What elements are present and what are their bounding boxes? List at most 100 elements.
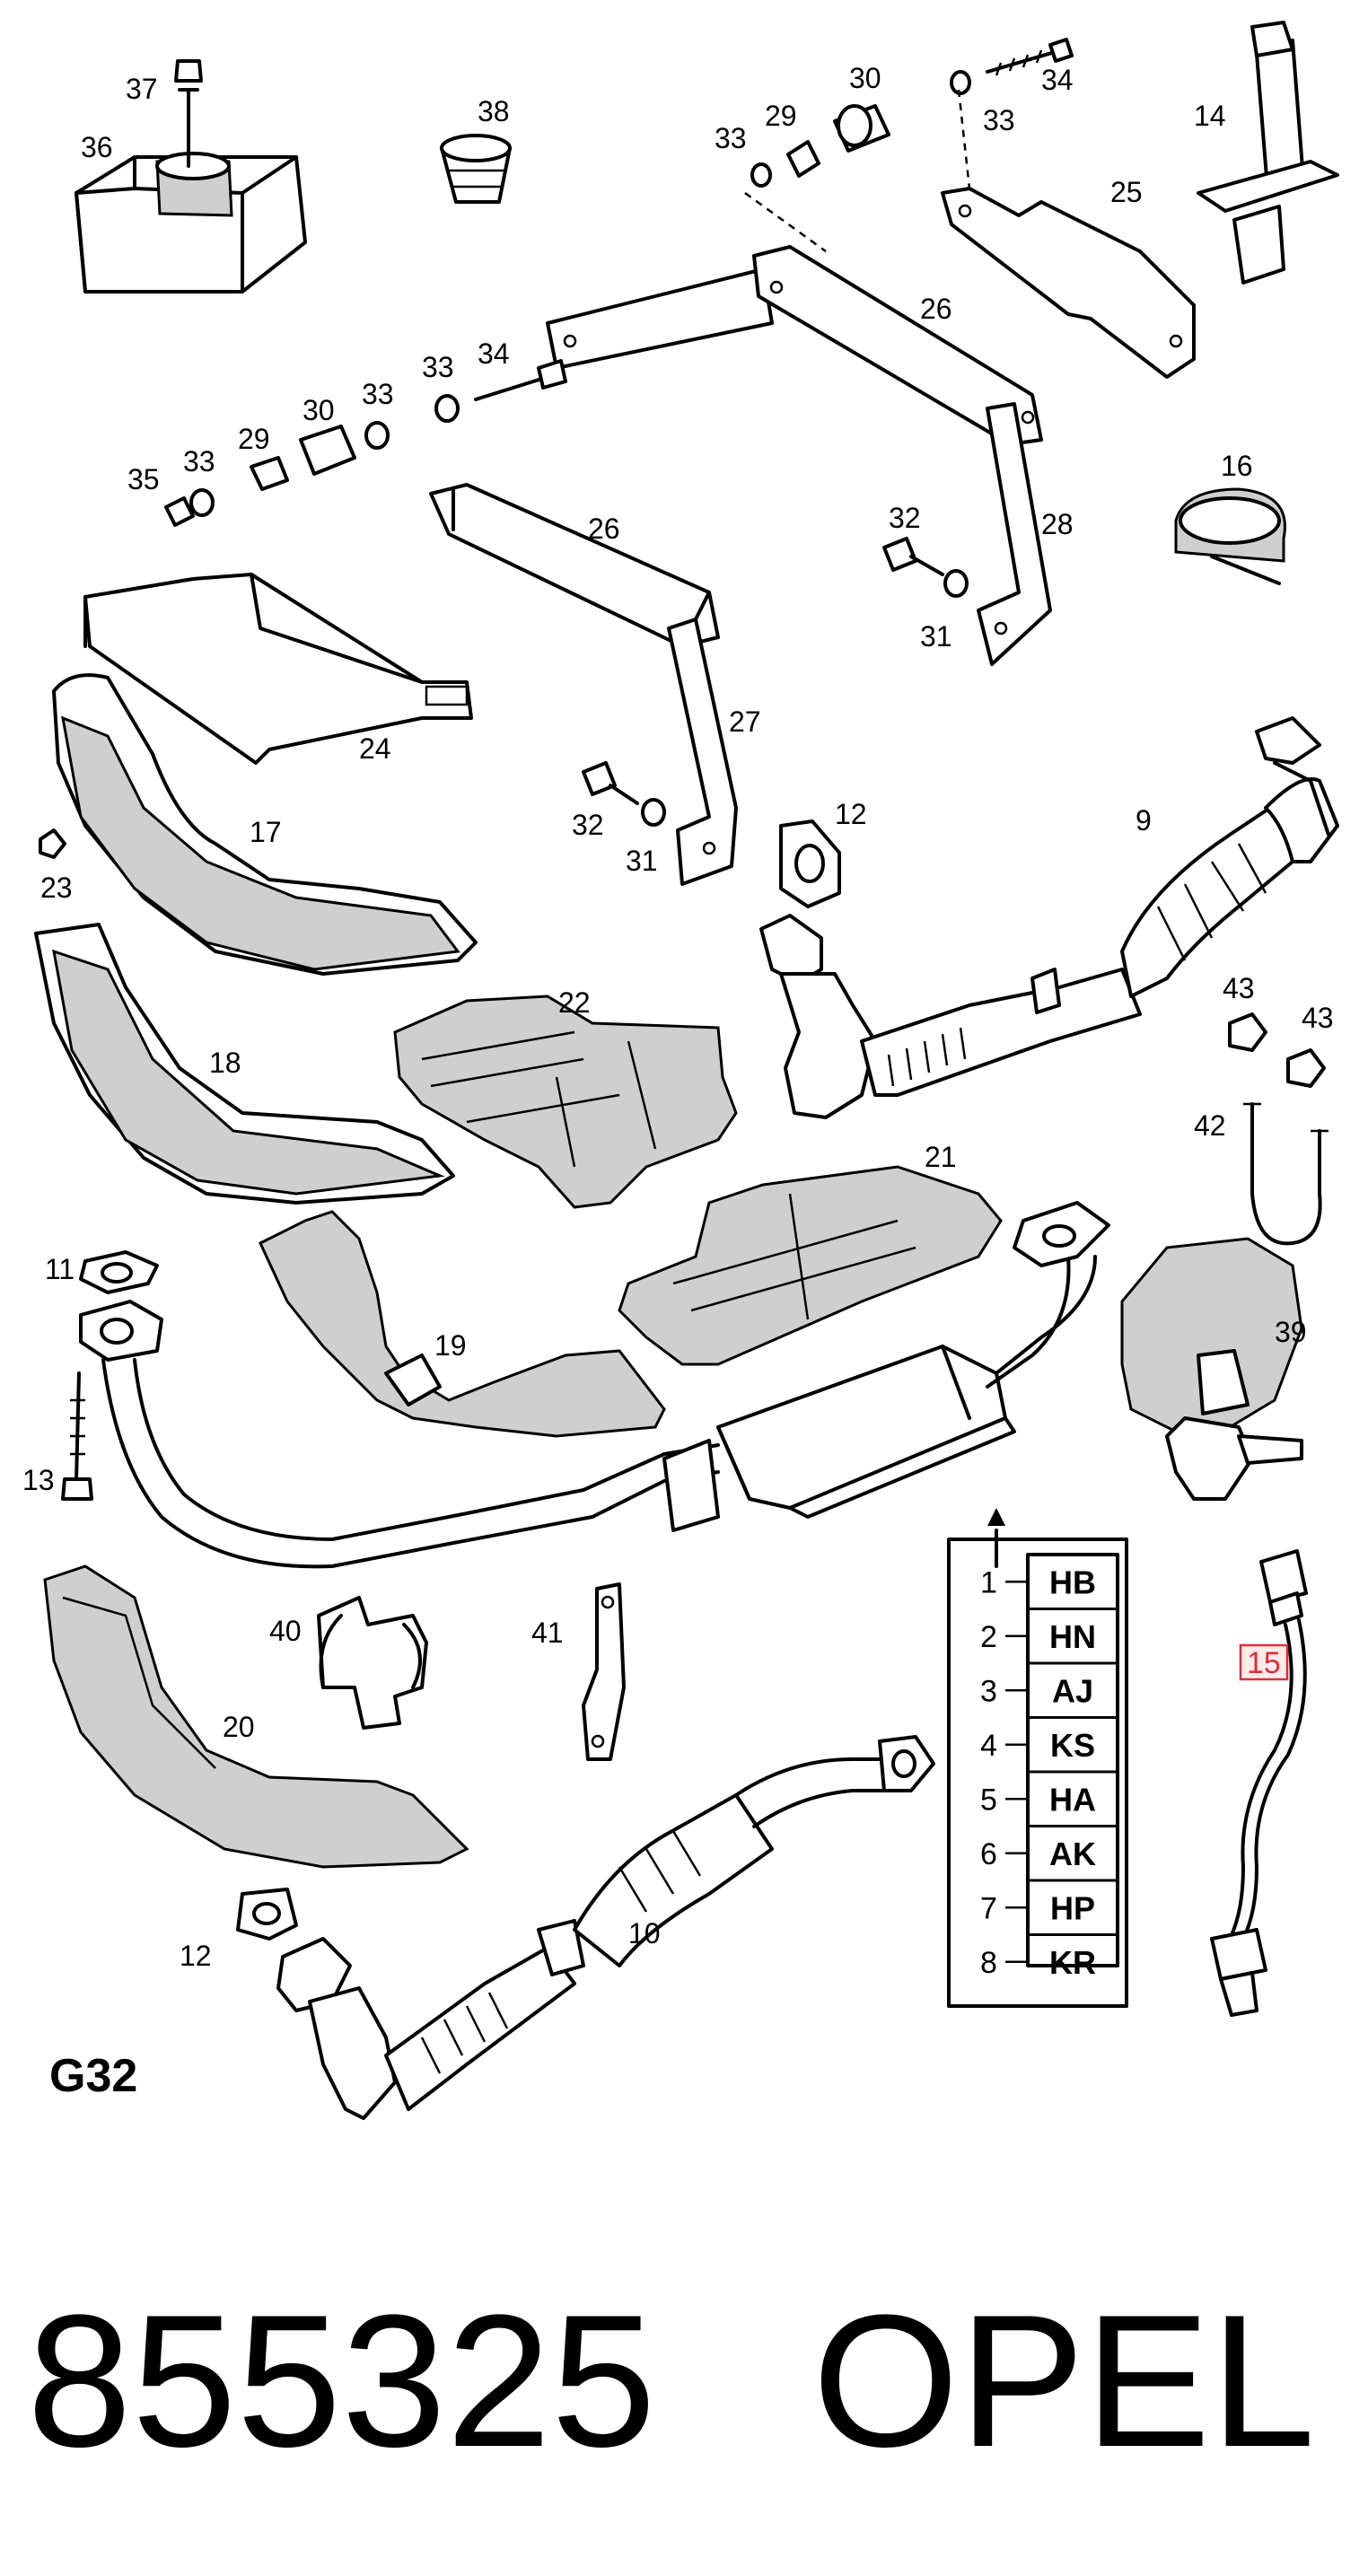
callout-17: 17	[250, 816, 282, 848]
callout-22: 22	[558, 986, 591, 1019]
table-row-code: AK	[1049, 1836, 1096, 1872]
callout-29-a: 29	[765, 100, 797, 132]
callout-31-a: 31	[920, 620, 952, 653]
part-27-strut	[667, 618, 738, 886]
part-12-gasket-top	[779, 819, 841, 908]
part-24-heat-bracket	[83, 573, 473, 765]
callout-35: 35	[127, 463, 160, 495]
callout-20: 20	[223, 1711, 255, 1743]
table-row-code: KR	[1049, 1944, 1096, 1981]
callout-40: 40	[269, 1615, 302, 1647]
part-12-gasket-lower	[236, 1888, 298, 1941]
callout-13: 13	[22, 1464, 55, 1496]
callout-30-a: 30	[849, 62, 881, 94]
table-row-number: 5	[980, 1783, 997, 1817]
part-39-mount	[1120, 1237, 1303, 1501]
table-row-code: KS	[1050, 1727, 1095, 1764]
callout-39: 39	[1275, 1316, 1307, 1348]
callout-10: 10	[628, 1917, 661, 1950]
callout-24: 24	[359, 732, 391, 765]
table-row-code: AJ	[1052, 1672, 1093, 1709]
table-row-number: 2	[980, 1620, 997, 1654]
table-row-code: HP	[1050, 1889, 1095, 1926]
callout-15: 15	[1247, 1646, 1281, 1680]
part-25-bracket	[941, 89, 1196, 379]
part-22-heat-shield	[393, 994, 738, 1209]
part-41-strap	[582, 1582, 626, 1761]
part-26-bracket-lower	[429, 483, 720, 648]
table-row-number: 7	[980, 1891, 997, 1925]
table-pointer-arrow	[987, 1508, 1005, 1568]
callout-11: 11	[45, 1253, 75, 1285]
part-40-clamp	[317, 1596, 428, 1730]
part-26-bracket-upper	[546, 191, 1043, 446]
part-29-35-hardware	[164, 359, 567, 527]
callout-26-b: 26	[588, 513, 620, 545]
callout-15-highlight: 15	[1239, 1643, 1289, 1681]
table-row-code: HN	[1049, 1618, 1096, 1655]
callout-43-a: 43	[1223, 972, 1255, 1004]
table-row-number: 4	[980, 1729, 997, 1763]
part-number: 855325	[27, 2275, 656, 2486]
part-43-nuts	[1228, 1012, 1326, 1088]
part-42-u-bolt	[1243, 1102, 1329, 1246]
part-38-bush	[440, 134, 512, 204]
callout-41: 41	[531, 1617, 564, 1649]
group-reference: G32	[49, 2050, 137, 2102]
callout-33-b: 33	[983, 104, 1015, 136]
callout-34-a: 34	[1041, 64, 1074, 96]
part-34-bolt-top	[950, 38, 1074, 95]
part-17-heat-shield	[52, 673, 478, 976]
callout-38: 38	[478, 95, 510, 127]
callout-33-d: 33	[362, 378, 394, 410]
callout-12-b: 12	[180, 1940, 212, 1972]
callout-14: 14	[1194, 100, 1226, 132]
table-row-number: 1	[980, 1565, 997, 1599]
table-row-number: 8	[980, 1946, 997, 1980]
callout-27: 27	[729, 705, 761, 738]
callout-36: 36	[81, 131, 113, 163]
part-23-nut	[39, 828, 66, 859]
part-14-clip	[1197, 21, 1339, 285]
callout-30-b: 30	[303, 394, 335, 426]
part-15-oxygen-sensor	[1210, 1549, 1308, 2017]
part-front-pipe-silencer	[79, 1201, 1110, 1569]
callout-25: 25	[1110, 176, 1143, 208]
part-21-heat-shield	[618, 1165, 1003, 1366]
table-row-number: 3	[980, 1674, 997, 1708]
callout-42: 42	[1194, 1109, 1226, 1142]
callout-26-a: 26	[920, 293, 952, 325]
part-32-31-hardware	[582, 537, 969, 827]
callout-18: 18	[209, 1047, 241, 1079]
callout-16: 16	[1221, 450, 1253, 482]
callout-19: 19	[434, 1329, 467, 1362]
callout-9: 9	[1136, 804, 1152, 837]
callout-33-e: 33	[183, 445, 215, 478]
callout-28: 28	[1041, 508, 1074, 540]
callout-32-a: 32	[889, 502, 921, 534]
callout-37: 37	[126, 73, 158, 105]
callout-31-b: 31	[626, 845, 658, 877]
part-28-strut	[977, 402, 1052, 666]
part-9-catalytic-converter	[759, 716, 1339, 1119]
callout-12-a: 12	[835, 798, 867, 830]
part-37-bolt	[174, 59, 203, 83]
part-19-heat-shield	[259, 1210, 666, 1438]
callout-33-a: 33	[715, 122, 747, 154]
part-20-heat-shield	[43, 1564, 469, 1869]
table-row-code: HB	[1049, 1564, 1096, 1600]
callout-34-b: 34	[478, 337, 510, 370]
callout-33-c: 33	[422, 351, 454, 383]
part-11-gasket	[79, 1250, 159, 1294]
part-36-rubber-block	[75, 88, 307, 294]
table-row-code: HA	[1049, 1781, 1096, 1818]
part-13-bolt	[61, 1371, 93, 1501]
part-29-30-upper	[750, 104, 890, 188]
part-16-tape	[1174, 487, 1286, 585]
part-18-heat-shield	[34, 923, 455, 1205]
callout-29-b: 29	[238, 423, 270, 455]
callout-32-b: 32	[572, 809, 604, 841]
brand-name: OPEL	[812, 2275, 1315, 2486]
